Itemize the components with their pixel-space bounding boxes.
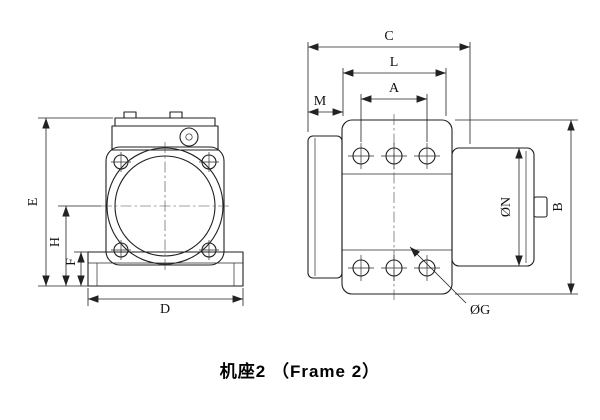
- mounting-holes: [348, 143, 440, 281]
- dim-label-D: D: [160, 302, 170, 317]
- dim-label-G: ØG: [470, 303, 490, 318]
- dim-label-F: F: [64, 258, 79, 266]
- dim-G-leader: ØG: [409, 246, 490, 318]
- dim-D: D: [87, 288, 244, 317]
- dim-label-N: ØN: [499, 197, 514, 217]
- dim-N: ØN: [499, 148, 523, 266]
- side-view: C L A M ØN B Ø: [307, 29, 578, 318]
- dim-F: F: [64, 251, 88, 286]
- dim-label-B: B: [551, 202, 566, 211]
- dim-M: M: [308, 94, 343, 116]
- corner-bolts: [111, 152, 219, 260]
- mounting-base: [87, 251, 244, 287]
- dim-label-E: E: [26, 198, 41, 207]
- dim-B: B: [455, 119, 578, 295]
- dim-label-M: M: [314, 94, 327, 109]
- dim-label-L: L: [390, 55, 399, 70]
- dim-C: C: [307, 29, 471, 144]
- sight-hole: [179, 127, 199, 147]
- dim-label-H: H: [48, 237, 63, 247]
- dim-A: A: [360, 81, 428, 142]
- caption: 机座2 （Frame 2）: [219, 362, 381, 381]
- cable-gland: [533, 196, 548, 218]
- dim-H: H: [48, 205, 101, 286]
- dim-label-A: A: [389, 81, 400, 96]
- dim-E: E: [26, 117, 113, 287]
- dim-L: L: [342, 55, 447, 116]
- motor-body: [101, 142, 229, 270]
- left-end-cover: [307, 135, 343, 279]
- front-view: E H F D: [26, 111, 244, 317]
- right-housing: [451, 147, 548, 267]
- dim-label-C: C: [384, 29, 393, 44]
